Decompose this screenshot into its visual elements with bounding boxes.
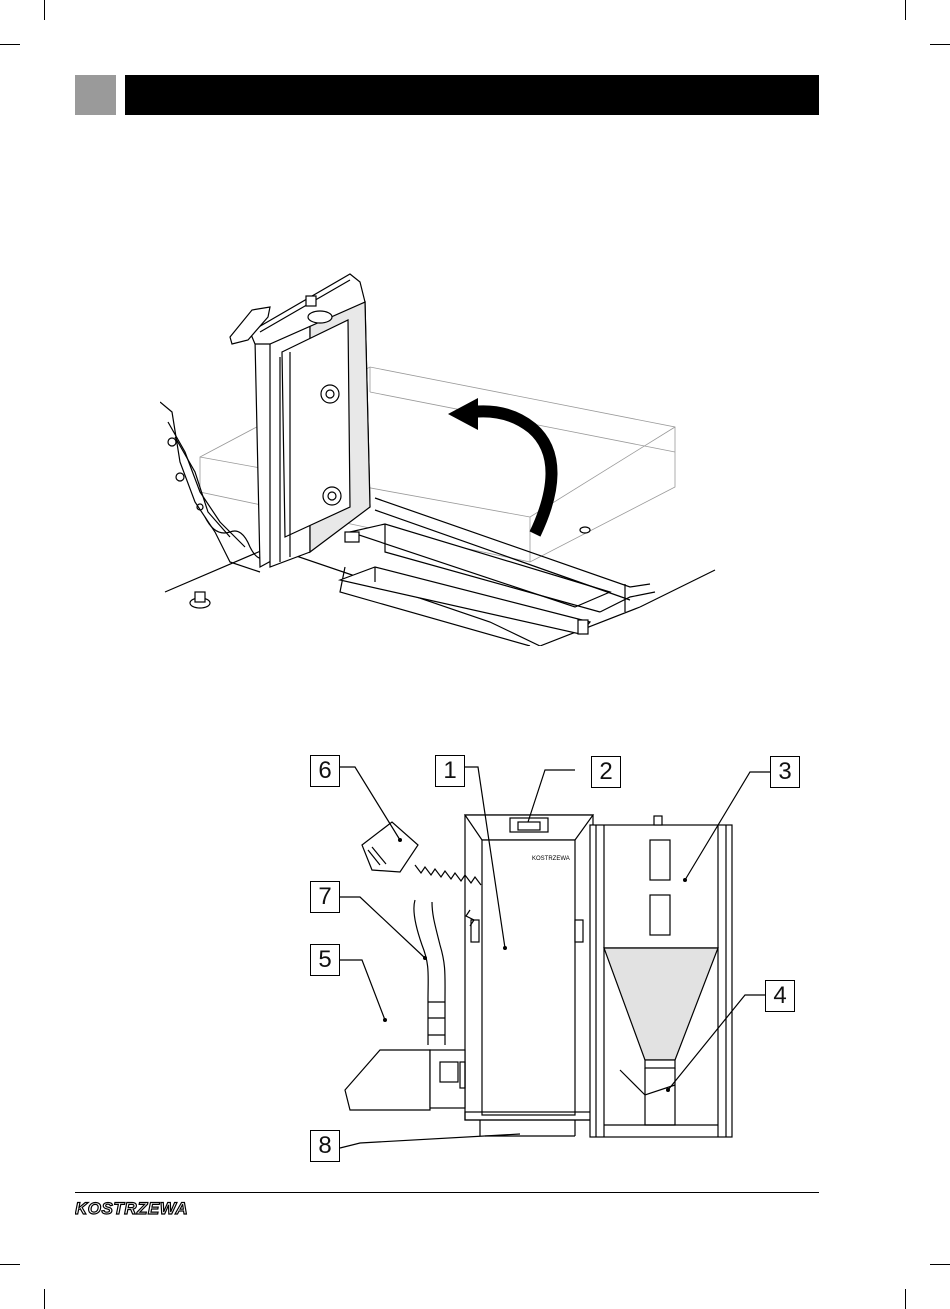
callout-7: 7 bbox=[310, 881, 340, 913]
boiler-badge: KOSTRZEWA bbox=[532, 856, 570, 862]
callout-2: 2 bbox=[591, 756, 621, 788]
callout-5: 5 bbox=[310, 944, 340, 976]
callout-8: 8 bbox=[310, 1130, 340, 1162]
callout-6: 6 bbox=[310, 755, 340, 787]
crop-mark bbox=[44, 1289, 45, 1309]
crop-mark bbox=[0, 1264, 20, 1265]
footer-rule bbox=[75, 1192, 819, 1193]
crop-mark bbox=[905, 0, 906, 20]
kostrzewa-logo: KOSTRZEWA bbox=[75, 1198, 200, 1218]
lid-opening-illustration bbox=[160, 262, 720, 646]
crop-mark bbox=[930, 44, 950, 45]
boiler-layout-illustration: KOSTRZEWA bbox=[300, 740, 820, 1180]
svg-text:KOSTRZEWA: KOSTRZEWA bbox=[75, 1199, 188, 1218]
section-tab bbox=[75, 75, 116, 115]
crop-mark bbox=[930, 1264, 950, 1265]
crop-mark bbox=[0, 44, 20, 45]
callout-1: 1 bbox=[435, 755, 465, 787]
crop-mark bbox=[905, 1289, 906, 1309]
callout-4: 4 bbox=[765, 980, 795, 1012]
callout-3: 3 bbox=[770, 756, 800, 788]
header-bar bbox=[125, 75, 819, 115]
crop-mark bbox=[44, 0, 45, 20]
